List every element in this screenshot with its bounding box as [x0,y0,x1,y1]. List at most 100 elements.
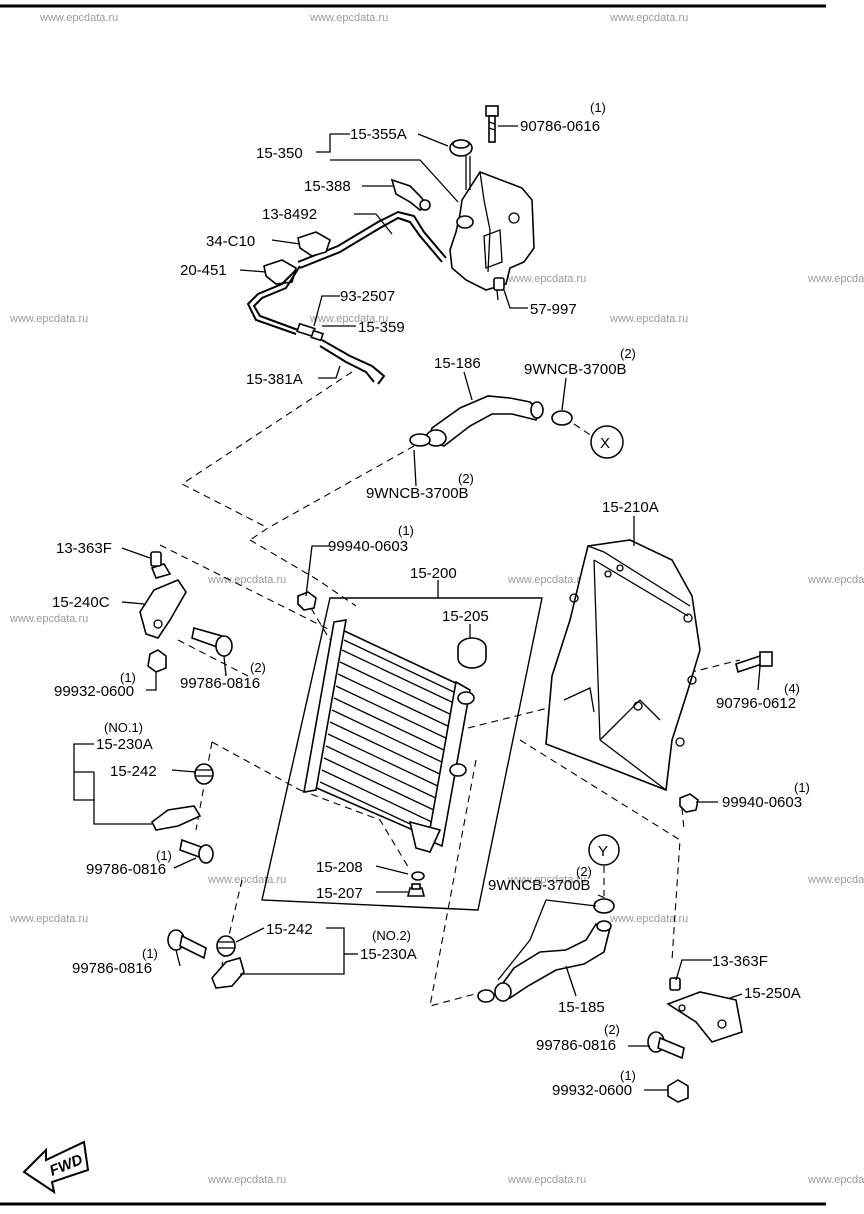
qty-label: (1) [120,670,136,685]
part-number-label: 13-363F [712,953,768,970]
qty-label: (1) [590,100,606,115]
part-number-label: 15-205 [442,608,489,625]
bolt-icon [647,1031,685,1060]
part-labels: (1) 90786-0616 15-355A 15-350 15-388 13-… [52,100,810,1099]
watermark: www.epcdata.ru [207,874,286,886]
lower-mount-bracket-no2 [211,935,245,989]
watermark: www.epcdata.ru [9,313,88,325]
watermark: www.epcdata.ru [9,613,88,625]
watermark: www.epcdata.ru [309,12,388,24]
part-number-label: 99786-0816 [180,675,260,692]
upper-mount-bracket [139,551,187,673]
reference-mark-x [590,425,624,459]
nut-icon [667,1079,689,1103]
watermark: www.epcdata.ru [207,574,286,586]
part-number-label: 15-240C [52,594,110,611]
reservoir-cap-icon [449,139,473,190]
bypass-hose [321,339,386,385]
watermark: www.epcdata.ru [507,273,586,285]
part-number-label: 15-381A [246,371,303,388]
part-number-label: 15-230A [360,946,417,963]
qty-label: (2) [604,1022,620,1037]
nut-icon [297,591,317,611]
bolt-icon [191,626,233,657]
part-number-label: 90796-0612 [716,695,796,712]
nut-icon [679,793,699,813]
radiator-boundary-box [261,597,543,911]
part-number-label: 15-207 [316,885,363,902]
fwd-arrow-icon: FWD [22,1140,90,1195]
qty-label: (2) [458,471,474,486]
overflow-hose [299,216,443,269]
lower-radiator-hose [494,920,612,1002]
hose-clip-icon [390,178,431,211]
coolant-reservoir [449,171,535,301]
part-number-label: 9WNCB-3700B [488,877,591,894]
bolt-icon [485,105,499,143]
part-number-label: 13-8492 [262,206,317,223]
bypass-hose-edge [319,345,375,383]
radiator-core [303,619,475,853]
part-number-label: 93-2507 [340,288,395,305]
reference-label-y: Y [598,843,608,860]
part-number-label: 99786-0816 [72,960,152,977]
bolt-icon [167,929,207,960]
part-number-label: 99932-0600 [54,683,134,700]
watermark: www.epcdata.ru [39,12,118,24]
overflow-hose-edge [297,210,447,263]
watermark: www.epcdata.ru [507,874,586,886]
hose-clamp-icon [297,231,331,257]
watermark: www.epcdata.ru [507,574,586,586]
bolt-icon [179,838,214,864]
drain-plug-icon [406,871,426,897]
part-number-label: 57-997 [530,301,577,318]
part-number-label: 15-186 [434,355,481,372]
part-number-label: 90786-0616 [520,118,600,135]
qty-label: (1) [142,946,158,961]
upper-radiator-hose [425,395,544,447]
hose-connector-icon [296,322,324,342]
part-number-label: 15-185 [558,999,605,1016]
watermark: www.epcdata.ru [609,313,688,325]
part-number-label: 15-200 [410,565,457,582]
reference-mark-y [588,834,620,866]
leader-dash [573,423,593,437]
part-number-label: 13-363F [56,540,112,557]
part-number-label: 99940-0603 [328,538,408,555]
part-number-label: 15-230A [96,736,153,753]
qty-label: (1) [156,848,172,863]
bracket-number-label: (NO.2) [372,928,411,943]
bracket-number-label: (NO.1) [104,720,143,735]
hose-clamp-icon [409,410,573,447]
watermark: www.epcdata.ru [807,874,864,886]
watermark: www.epcdata.ru [207,1174,286,1186]
qty-label: (2) [250,660,266,675]
part-number-label: 15-250A [744,985,801,1002]
part-number-label: 15-355A [350,126,407,143]
part-number-label: 15-208 [316,859,363,876]
part-number-label: 15-242 [266,921,313,938]
watermark: www.epcdata.ru [807,273,864,285]
reservoir-hose [252,265,301,331]
qty-label: (1) [620,1068,636,1083]
hose-clamp-icon [477,898,615,1003]
radiator-cap-icon [457,637,487,669]
part-number-label: 15-350 [256,145,303,162]
right-mount-bracket [666,977,743,1043]
assembly-dashed-lines [159,371,741,1007]
qty-label: (4) [784,681,800,696]
qty-label: (1) [794,780,810,795]
part-number-label: 15-210A [602,499,659,516]
part-number-label: 34-C10 [206,233,255,250]
part-number-label: 9WNCB-3700B [524,361,627,378]
leader-lines [73,125,761,1091]
lower-mount-bracket-no1 [150,763,214,831]
watermark: www.epcdata.ru [807,574,864,586]
part-number-label: 99786-0816 [536,1037,616,1054]
part-number-label: 15-388 [304,178,351,195]
watermark: www.epcdata.ru [807,1174,864,1186]
part-number-label: 99932-0600 [552,1082,632,1099]
watermark: www.epcdata.ru [609,913,688,925]
qty-label: (2) [576,864,592,879]
